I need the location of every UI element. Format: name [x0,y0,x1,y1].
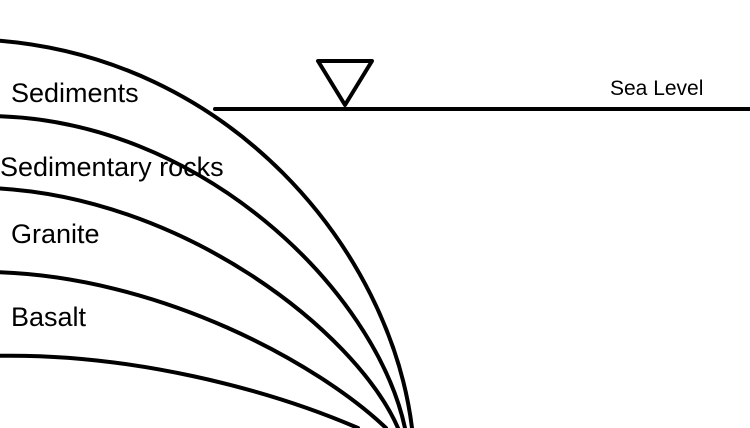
layer-label-sediments: Sediments [11,78,139,108]
boundary-line-sedimentary-rocks-base [0,186,400,428]
layer-label-granite: Granite [11,219,100,249]
boundary-line-basalt-base [0,353,360,428]
boundary-line-top [0,38,414,428]
triangle-down-icon [316,59,374,107]
boundary-line-granite-base [0,270,388,428]
sea-level-label: Sea Level [610,77,703,100]
layer-label-sedimentary-rocks: Sedimentary rocks [0,152,224,182]
layer-label-basalt: Basalt [11,302,87,332]
boundary-line-sediments-base [0,114,407,428]
